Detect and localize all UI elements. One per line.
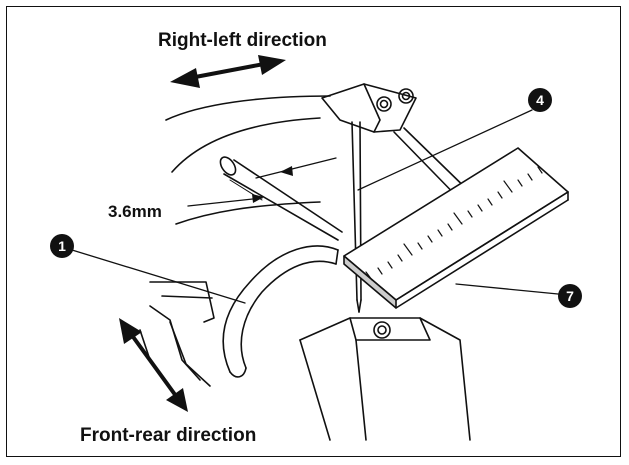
hook-shaft <box>219 156 343 241</box>
ruler-ticks <box>365 166 543 281</box>
hook <box>222 245 339 378</box>
callout-4-needle: 4 <box>528 88 552 112</box>
throat-plate <box>299 317 471 441</box>
dimension-label: 3.6mm <box>108 202 162 221</box>
needle <box>351 121 362 313</box>
leader-lines <box>71 109 559 304</box>
dimension-lines <box>187 157 337 207</box>
callout-7-ruler: 7 <box>558 284 582 308</box>
front-rear-arrow <box>119 318 188 412</box>
ruler <box>343 147 569 309</box>
right-left-direction-label: Right-left direction <box>158 30 327 51</box>
callout-1-hook: 1 <box>50 234 74 258</box>
machine-bed-outline <box>139 95 331 387</box>
right-left-arrow <box>170 55 286 88</box>
front-rear-direction-label: Front-rear direction <box>80 425 257 446</box>
